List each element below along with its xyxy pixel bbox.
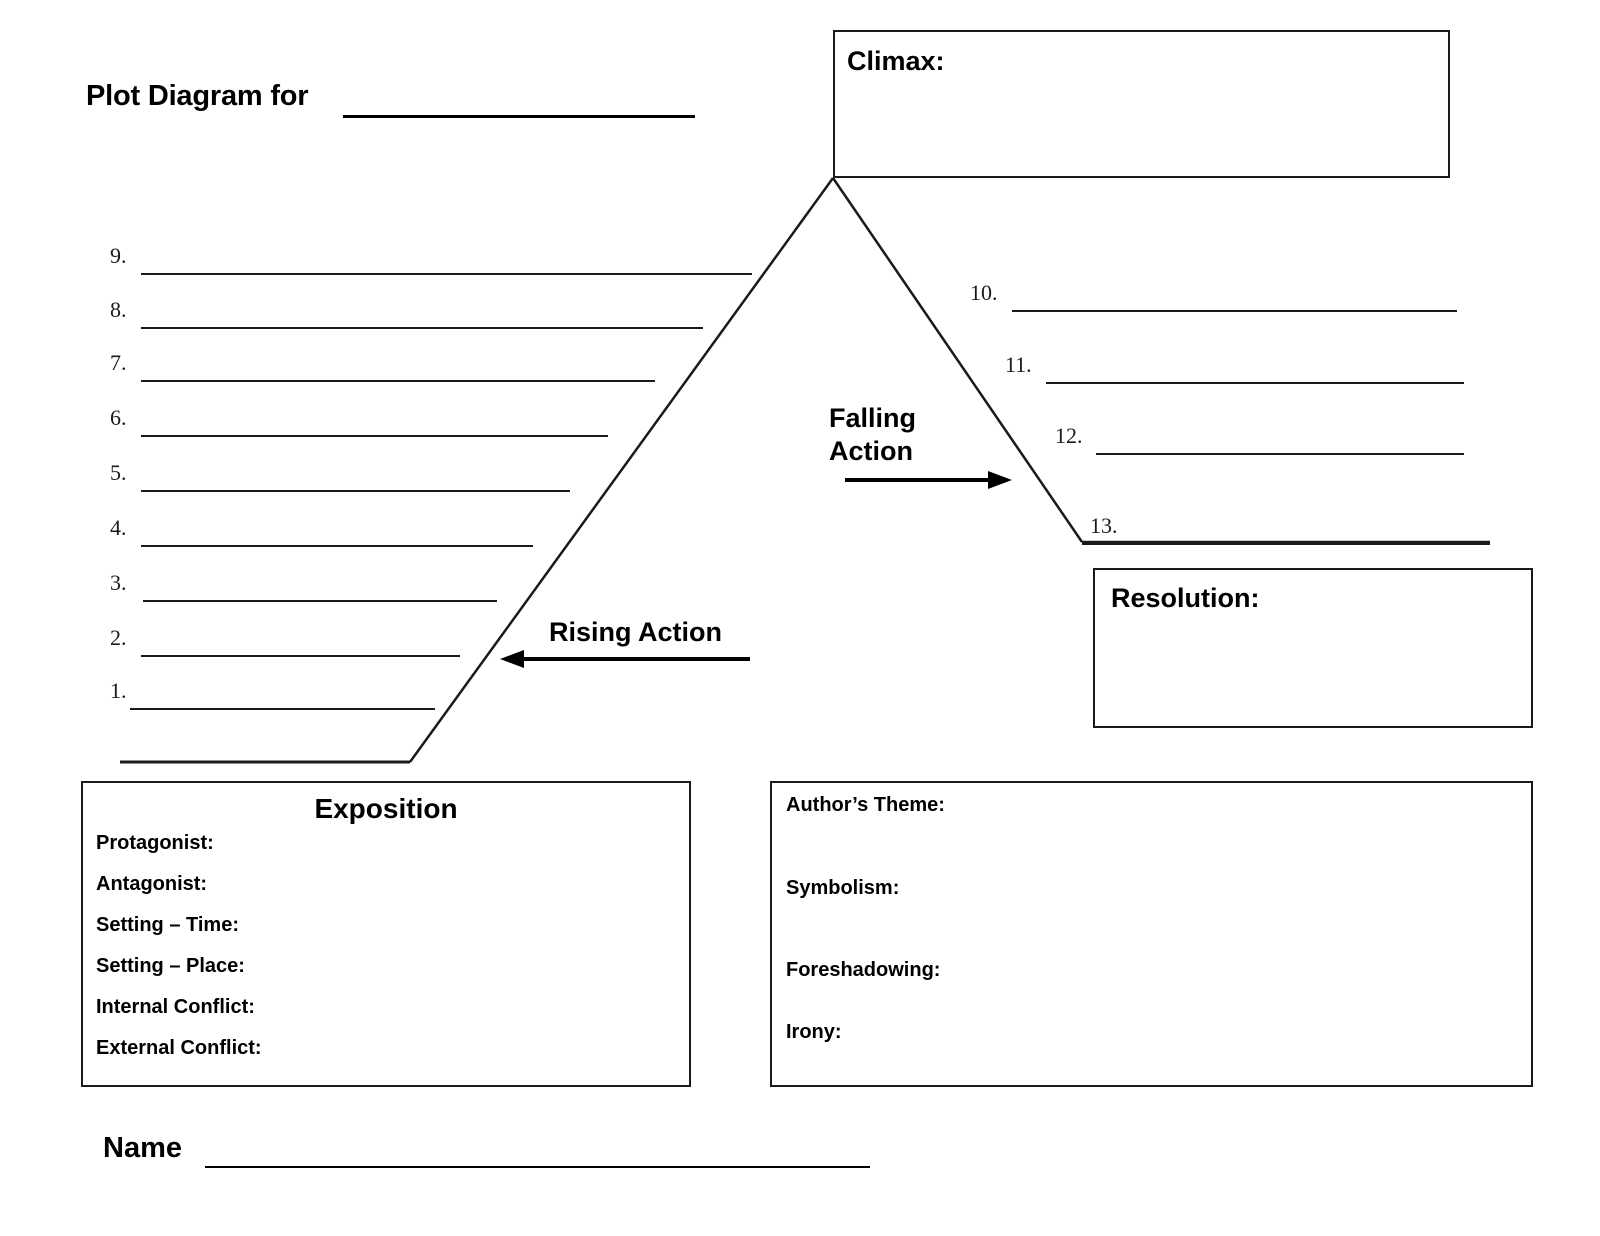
falling-action-label: Falling Action <box>829 403 916 466</box>
rising-item-blank-line[interactable] <box>141 435 608 437</box>
falling-item-number: 10. <box>970 280 998 305</box>
rising-item-blank-line[interactable] <box>141 380 655 382</box>
exposition-field-label: Antagonist: <box>96 873 208 895</box>
name-blank-line[interactable] <box>205 1166 870 1168</box>
theme-field-label: Foreshadowing: <box>786 959 941 981</box>
theme-field-label: Irony: <box>786 1021 842 1043</box>
theme-box[interactable] <box>770 781 1533 1087</box>
rising-action-arrow <box>500 650 750 668</box>
rising-item-number: 1. <box>110 678 127 703</box>
resolution-box[interactable] <box>1093 568 1533 728</box>
rising-item-blank-line[interactable] <box>141 490 570 492</box>
falling-item-blank-line[interactable] <box>1046 382 1464 384</box>
exposition-heading: Exposition <box>314 793 458 824</box>
exposition-field-label: Protagonist: <box>96 832 214 854</box>
climax-box[interactable] <box>833 30 1450 178</box>
name-label: Name <box>103 1132 182 1164</box>
rising-item-number: 5. <box>110 460 127 485</box>
exposition-field-label: Setting – Place: <box>96 955 245 977</box>
title-blank-line[interactable] <box>343 115 695 118</box>
rising-item-blank-line[interactable] <box>141 655 460 657</box>
rising-item-number: 4. <box>110 515 127 540</box>
falling-item-number: 13. <box>1090 513 1118 538</box>
exposition-field-label: External Conflict: <box>96 1037 262 1059</box>
rising-item-number: 7. <box>110 350 127 375</box>
rising-item-number: 8. <box>110 297 127 322</box>
rising-action-slope <box>408 177 835 763</box>
falling-item-blank-line[interactable] <box>1096 453 1464 455</box>
exposition-field-label: Setting – Time: <box>96 914 239 936</box>
rising-item-number: 3. <box>110 570 127 595</box>
theme-field-label: Symbolism: <box>786 877 900 899</box>
falling-item-blank-line[interactable] <box>1012 310 1457 312</box>
rising-item-number: 2. <box>110 625 127 650</box>
rising-item-blank-line[interactable] <box>143 600 497 602</box>
falling-item-number: 11. <box>1005 352 1032 377</box>
falling-item-number: 12. <box>1055 423 1083 448</box>
falling-action-arrow <box>845 471 1012 489</box>
rising-item-blank-line[interactable] <box>141 545 533 547</box>
exposition-field-label: Internal Conflict: <box>96 996 255 1018</box>
exposition-box[interactable] <box>81 781 691 1087</box>
resolution-heading: Resolution: <box>1111 583 1260 613</box>
falling-item-blank-line[interactable] <box>1082 543 1490 545</box>
rising-item-blank-line[interactable] <box>141 273 752 275</box>
rising-item-number: 9. <box>110 243 127 268</box>
theme-field-label: Author’s Theme: <box>786 794 945 816</box>
page-title: Plot Diagram for <box>86 80 309 112</box>
climax-heading: Climax: <box>847 46 945 76</box>
rising-item-blank-line[interactable] <box>141 327 703 329</box>
falling-action-slope <box>831 177 1084 543</box>
rising-action-label: Rising Action <box>549 617 722 647</box>
rising-item-blank-line[interactable] <box>130 708 435 710</box>
rising-item-number: 6. <box>110 405 127 430</box>
